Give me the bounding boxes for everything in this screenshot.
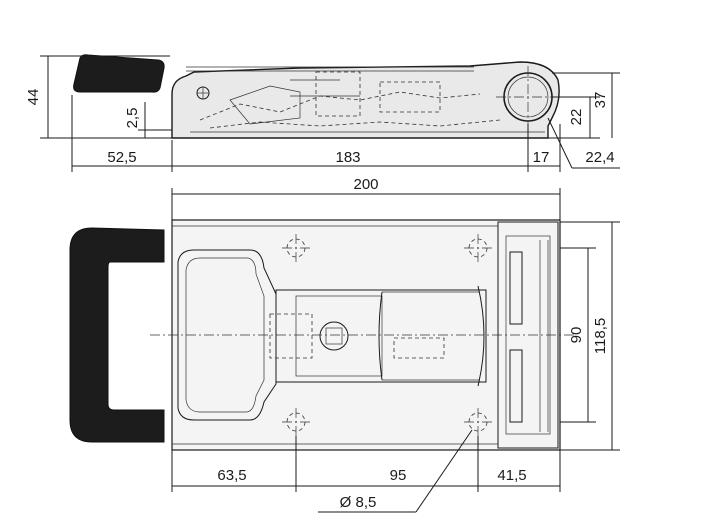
- dim-overall-length: 200: [353, 176, 378, 193]
- dim-hole-offset-right: 41,5: [497, 467, 526, 484]
- dim-body-length: 183: [335, 149, 360, 166]
- dim-end-offset: 17: [533, 149, 550, 166]
- dim-hole-pitch: 95: [390, 467, 407, 484]
- mount-hole-bottom-left: [282, 408, 310, 436]
- side-body: [171, 61, 560, 139]
- side-view: 44 2,5 52,5 183 17 22,4 22 37: [25, 54, 620, 172]
- dim-hole-diameter: Ø 8,5: [340, 494, 377, 511]
- dim-height-total: 44: [25, 89, 42, 106]
- dim-overall-width: 118,5: [592, 318, 609, 354]
- dim-hole-offset-left: 63,5: [217, 467, 246, 484]
- dim-height-step: 2,5: [124, 108, 141, 129]
- dim-hinge-diameter: 22,4: [585, 149, 614, 166]
- dim-hinge-height: 22: [568, 109, 585, 126]
- mount-hole-top-left: [282, 234, 310, 262]
- dim-hole-spacing-width: 90: [568, 327, 585, 344]
- plan-view: 200: [69, 176, 620, 513]
- dim-handle-length: 52,5: [107, 149, 136, 166]
- side-handle-grip: [73, 54, 165, 93]
- mount-hole-bottom-right: [464, 408, 492, 436]
- plan-handle-grip: [69, 227, 165, 443]
- mount-hole-top-right: [464, 234, 492, 262]
- plan-lever-frame: [177, 249, 277, 421]
- dim-overall-height: 37: [592, 92, 609, 109]
